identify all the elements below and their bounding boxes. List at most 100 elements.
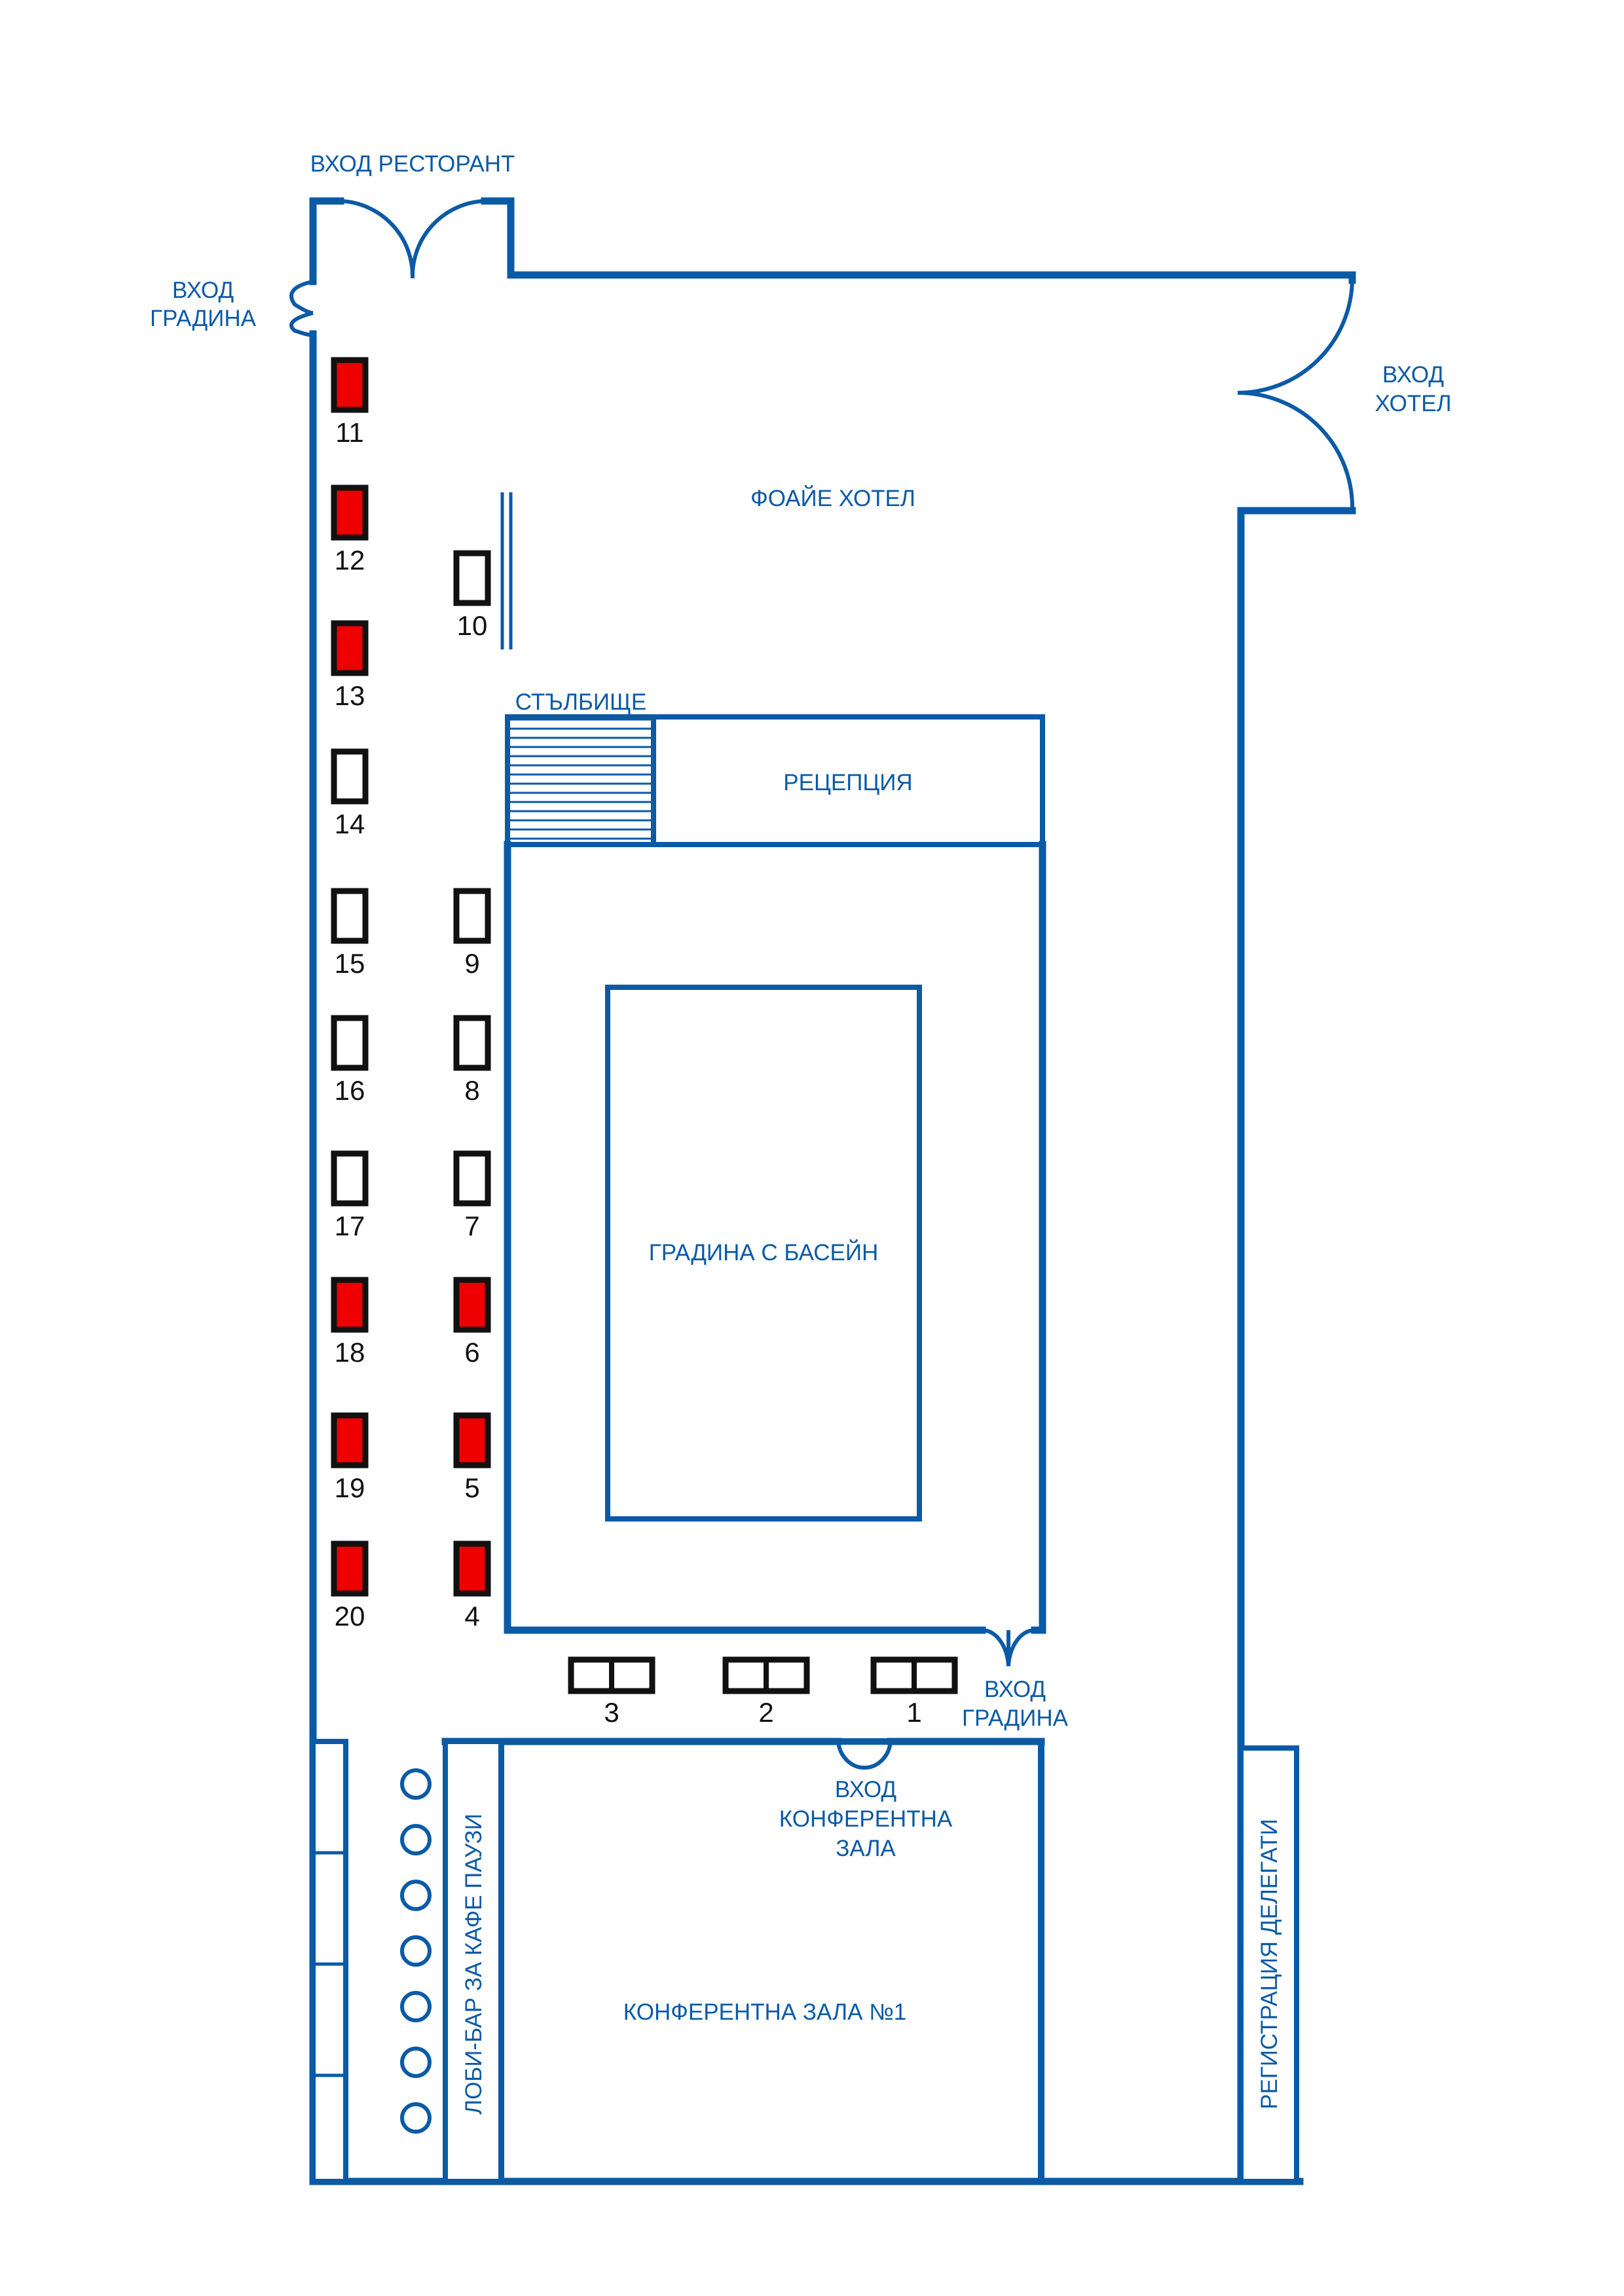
bar-stool (400, 1824, 432, 1855)
bar-stool (400, 1935, 432, 1967)
booths: 11 12 13 14 15 16 17 18 19 20 10 9 8 7 6… (331, 357, 958, 1728)
booth-2[interactable]: 2 (722, 1656, 810, 1728)
door-conference (836, 1741, 893, 1770)
booth-6[interactable]: 6 (453, 1277, 491, 1368)
entrance-garden-bottom-label-line1: ВХОД (984, 1677, 1046, 1702)
garden-pool-label: ГРАДИНА С БАСЕЙН (649, 1239, 879, 1266)
bar-stool (400, 2102, 432, 2134)
staircase-label: СТЪЛБИЩЕ (515, 689, 646, 715)
entrance-hotel-label-line1: ВХОД (1382, 362, 1444, 388)
booth-3-number: 3 (604, 1697, 619, 1728)
booth-14-box[interactable] (331, 748, 369, 805)
booth-11[interactable]: 11 (331, 357, 369, 448)
entrance-garden-top-label-line1: ВХОД (172, 278, 234, 303)
bar-counter (443, 1739, 504, 2184)
conference-hall-label: КОНФЕРЕНТНА ЗАЛА №1 (623, 1999, 906, 2025)
booth-14-number: 14 (335, 809, 365, 839)
booth-5-box[interactable] (453, 1412, 491, 1468)
conference-block (310, 1738, 1299, 2185)
booth-17-box[interactable] (331, 1150, 369, 1207)
booth-19[interactable]: 19 (331, 1412, 369, 1503)
booth-4-number: 4 (464, 1601, 479, 1631)
registration-desk (1238, 1745, 1299, 2184)
booth-13-number: 13 (335, 680, 365, 711)
bar-stool (400, 1768, 432, 1800)
booth-17-number: 17 (335, 1211, 365, 1241)
booth-12-number: 12 (335, 545, 365, 575)
booth-13[interactable]: 13 (331, 620, 369, 711)
booth-18[interactable]: 18 (331, 1277, 369, 1368)
entrance-conference-label-line3: ЗАЛА (836, 1836, 896, 1861)
conference-hall (498, 1738, 1044, 2185)
bar-stools (400, 1768, 432, 2134)
booth-6-number: 6 (464, 1337, 479, 1368)
booth-1-number: 1 (906, 1697, 921, 1728)
partition (500, 492, 513, 649)
booth-7[interactable]: 7 (453, 1150, 491, 1241)
pool-garden-area (605, 985, 922, 1522)
lobby-bar-label: ЛОБИ-БАР ЗА КАФЕ ПАУЗИ (461, 1813, 487, 2115)
booth-9-number: 9 (464, 948, 479, 979)
staircase (505, 714, 656, 847)
booth-12[interactable]: 12 (331, 484, 369, 575)
booth-18-number: 18 (335, 1337, 365, 1368)
booth-10-number: 10 (457, 610, 488, 641)
delegate-registration-label: РЕГИСТРАЦИЯ ДЕЛЕГАТИ (1257, 1819, 1282, 2109)
entrance-garden-bottom-label-line2: ГРАДИНА (962, 1705, 1069, 1731)
bar-stool (400, 1880, 432, 1911)
booth-20[interactable]: 20 (331, 1540, 369, 1631)
booth-4[interactable]: 4 (453, 1540, 491, 1631)
booth-10[interactable]: 10 (453, 550, 491, 641)
bar-stool (400, 2047, 432, 2078)
door-hotel (1237, 280, 1355, 511)
booth-13-box[interactable] (331, 620, 369, 676)
entrance-hotel-label-line2: ХОТЕЛ (1375, 391, 1451, 416)
booth-19-box[interactable] (331, 1412, 369, 1468)
door-restaurant (340, 199, 485, 279)
booth-15[interactable]: 15 (331, 888, 369, 979)
booth-18-box[interactable] (331, 1277, 369, 1333)
booth-7-box[interactable] (453, 1150, 491, 1207)
booth-5-number: 5 (464, 1472, 479, 1503)
booth-6-box[interactable] (453, 1277, 491, 1333)
booth-2-number: 2 (758, 1697, 773, 1728)
booth-14[interactable]: 14 (331, 748, 369, 839)
booth-1[interactable]: 1 (870, 1656, 958, 1728)
booth-19-number: 19 (335, 1472, 365, 1503)
reception-room (651, 714, 1045, 847)
entrance-conference-label-line1: ВХОД (835, 1777, 896, 1802)
booth-4-box[interactable] (453, 1540, 491, 1597)
booth-20-number: 20 (335, 1601, 365, 1631)
booth-20-box[interactable] (331, 1540, 369, 1597)
booth-11-box[interactable] (331, 357, 369, 413)
lobby-shelf (310, 1739, 348, 2184)
booth-15-number: 15 (335, 948, 365, 979)
booth-12-box[interactable] (331, 484, 369, 541)
booth-10-box[interactable] (453, 550, 491, 606)
booth-9-box[interactable] (453, 888, 491, 944)
booth-8-box[interactable] (453, 1015, 491, 1071)
hotel-foyer-label: ФОАЙЕ ХОТЕЛ (750, 485, 915, 511)
entrance-conference-label-line2: КОНФЕРЕНТНА (779, 1806, 953, 1832)
inner-block (504, 714, 1046, 1634)
booth-16-box[interactable] (331, 1015, 369, 1071)
booth-8[interactable]: 8 (453, 1015, 491, 1106)
bar-stool (400, 1991, 432, 2022)
door-garden-bottom (982, 1628, 1035, 1667)
booth-15-box[interactable] (331, 888, 369, 944)
entrance-garden-top-label-line2: ГРАДИНА (150, 306, 257, 331)
booth-16[interactable]: 16 (331, 1015, 369, 1106)
booth-17[interactable]: 17 (331, 1150, 369, 1241)
reception-label: РЕЦЕПЦИЯ (783, 770, 912, 795)
door-garden-top (289, 280, 314, 337)
booth-8-number: 8 (464, 1075, 479, 1106)
booth-5[interactable]: 5 (453, 1412, 491, 1503)
booth-11-number: 11 (335, 417, 364, 448)
booth-7-number: 7 (464, 1211, 479, 1241)
entrance-restaurant-label: ВХОД РЕСТОРАНТ (310, 151, 515, 177)
booth-16-number: 16 (335, 1075, 365, 1106)
booth-3[interactable]: 3 (568, 1656, 655, 1728)
labels: ВХОД РЕСТОРАНТ ВХОД ГРАДИНА ВХОД ХОТЕЛ Ф… (150, 151, 1452, 2115)
booth-9[interactable]: 9 (453, 888, 491, 979)
